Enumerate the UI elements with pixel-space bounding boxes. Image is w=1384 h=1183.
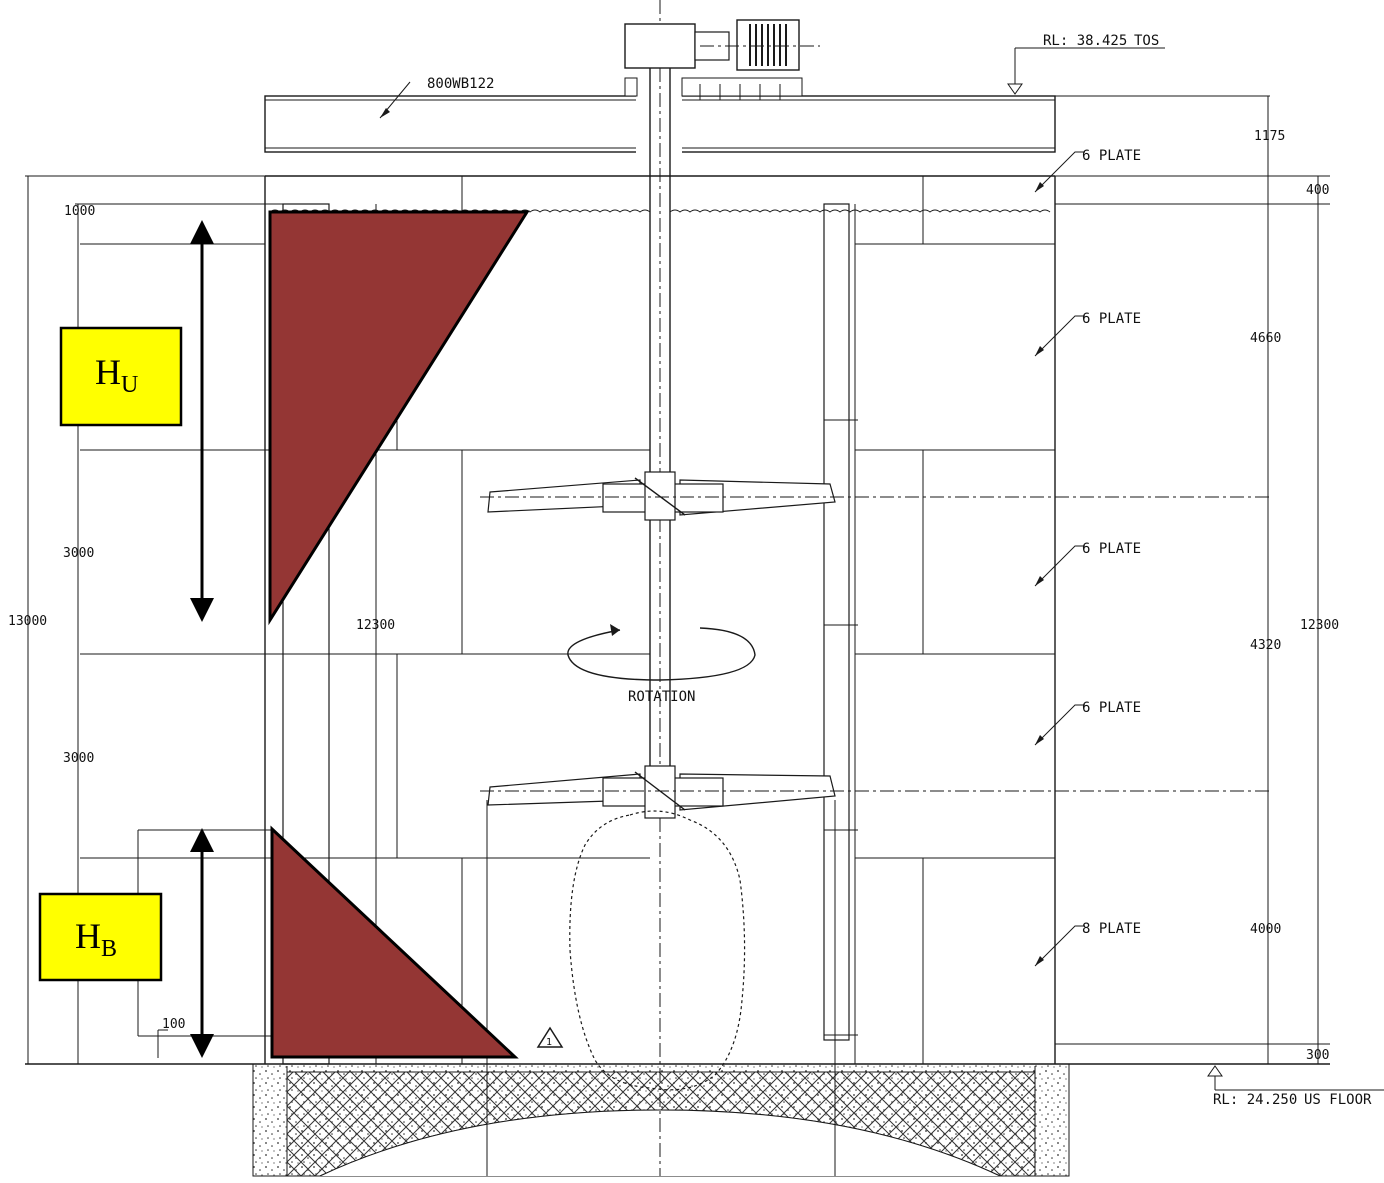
dim-3000-upper: 3000	[63, 546, 94, 561]
rl-top-label: RL: 38.425	[1043, 33, 1127, 49]
us-floor-label: US FLOOR	[1304, 1092, 1372, 1108]
hu-label-box: HU	[59, 326, 183, 427]
tos-label: TOS	[1134, 33, 1159, 49]
dim-4660: 4660	[1250, 331, 1281, 346]
plate-callouts: 800WB122 6 PLATE 6 PLATE 6 PLATE 6 PLATE…	[427, 76, 1141, 967]
rl-bottom-label: RL: 24.250	[1213, 1092, 1297, 1108]
rotation-indicator: ROTATION	[567, 624, 756, 705]
plate-label-5: 8 PLATE	[1082, 921, 1141, 937]
baffles	[282, 203, 858, 1065]
plate-label-2: 6 PLATE	[1082, 311, 1141, 327]
drive-motor	[624, 0, 820, 100]
upper-pressure-triangle	[268, 210, 530, 626]
dim-400: 400	[1306, 183, 1329, 198]
plate-courses	[80, 176, 1055, 1176]
hb-label-box: HB	[38, 892, 163, 982]
dim-100: 100	[162, 1017, 185, 1032]
dim-13000: 13000	[8, 614, 47, 629]
svg-text:HB: HB	[75, 916, 117, 962]
right-dimensions: 1175 400 4660 4320 4000 12300 300	[1055, 96, 1339, 1064]
dim-1175: 1175	[1254, 129, 1285, 144]
plate-label-1: 6 PLATE	[1082, 148, 1141, 164]
beam-label: 800WB122	[427, 76, 494, 92]
dim-300: 300	[1306, 1048, 1329, 1063]
rotation-label: ROTATION	[628, 689, 695, 705]
lower-pressure-triangle	[270, 825, 519, 1059]
plate-label-3: 6 PLATE	[1082, 541, 1141, 557]
dim-12300-right: 12300	[1300, 618, 1339, 633]
lower-impeller	[480, 765, 1270, 819]
svg-text:HU: HU	[95, 352, 138, 398]
dim-4320: 4320	[1250, 638, 1281, 653]
dim-12300-mid: 12300	[356, 618, 395, 633]
agitator-shaft	[649, 68, 671, 1176]
sludge-cloud	[569, 810, 746, 1091]
plate-label-4: 6 PLATE	[1082, 700, 1141, 716]
level-markers: RL: 38.425 TOS RL: 24.250 US FLOOR	[1007, 33, 1384, 1108]
upper-impeller	[480, 471, 1270, 521]
warning-triangle-icon: 1	[536, 1026, 564, 1048]
svg-text:1: 1	[546, 1037, 552, 1048]
dim-1000: 1000	[64, 204, 95, 219]
foundation	[252, 1063, 1070, 1177]
dim-3000-lower: 3000	[63, 751, 94, 766]
dim-4000: 4000	[1250, 922, 1281, 937]
